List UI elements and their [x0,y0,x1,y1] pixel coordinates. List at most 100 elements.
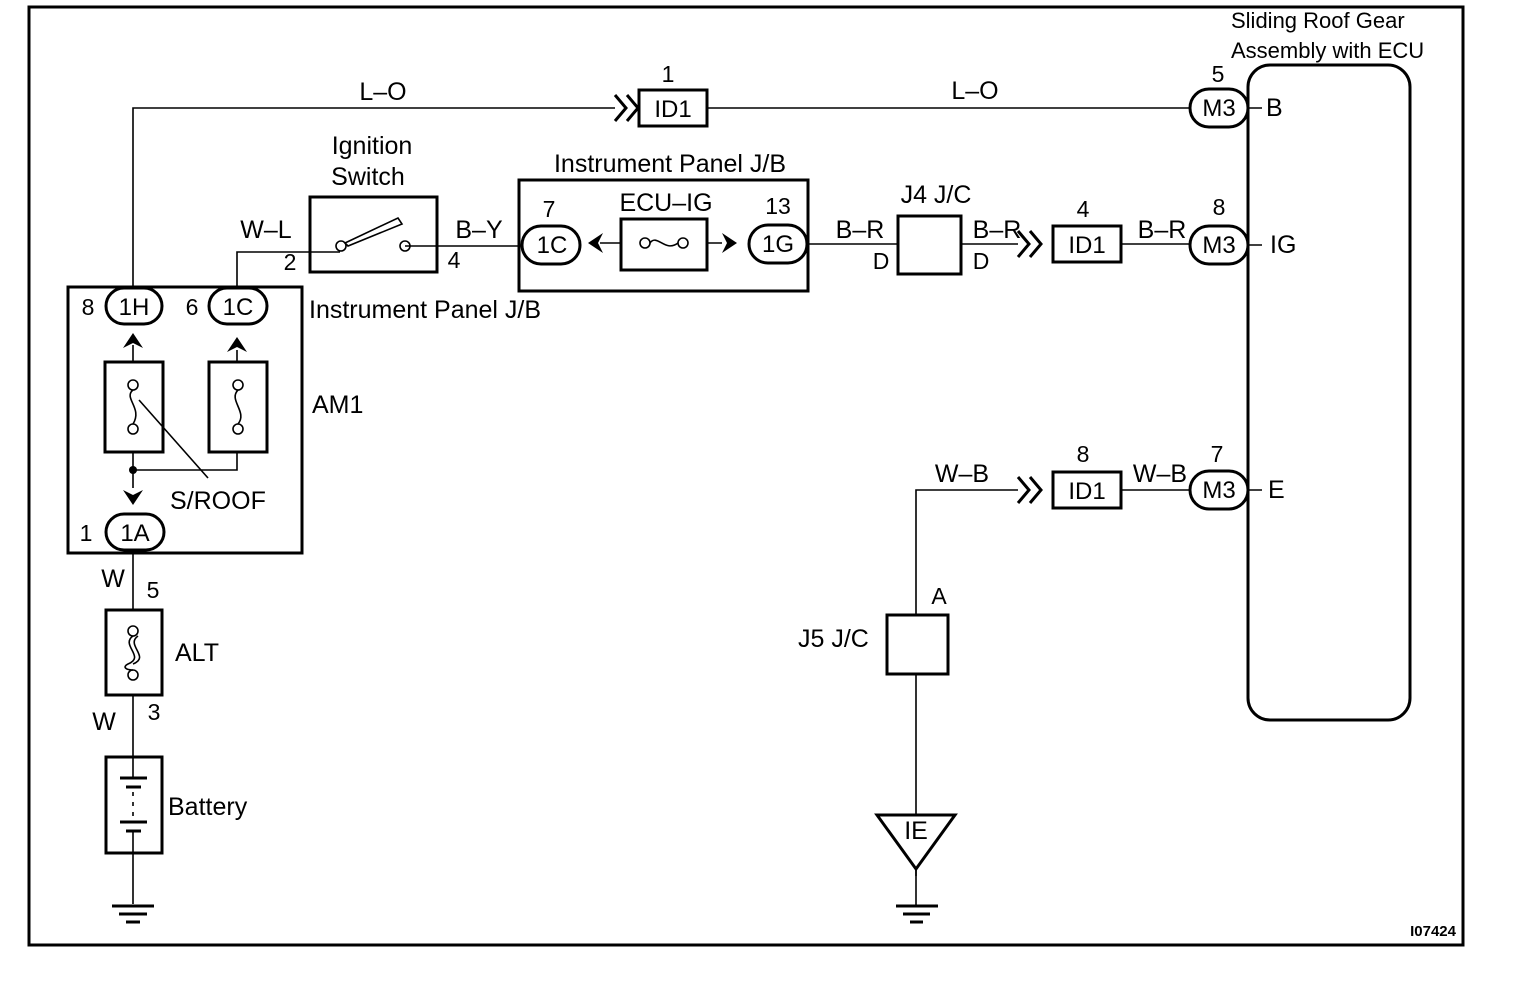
wires [132,107,1262,904]
diagram-frame [27,5,1465,947]
wire-label-wl: W–L [240,216,292,244]
arrow-1c-top [588,233,603,253]
battery-box [104,755,164,855]
pin-13: 13 [765,193,791,219]
j5-box [885,613,950,676]
conn-1g [747,223,809,265]
id1-ig-chevron [1016,230,1043,258]
m3-ig-pin: 8 [1213,194,1226,220]
id1-connectors: ID1 1 ID1 4 ID1 8 [613,61,1123,510]
alt-label: ALT [175,639,219,667]
ecu-ig-label: ECU–IG [619,189,712,217]
alt-pin-5: 5 [147,577,160,603]
pin-7: 7 [543,196,556,222]
ignition-pin-4: 4 [448,247,461,273]
ignition-pin-2: 2 [284,249,297,275]
sroof-leader [138,399,209,479]
j4-pin-in: D [873,248,890,274]
diagram-id: I07424 [1410,923,1457,940]
wire-label-br-1: B–R [836,216,885,244]
arrow-1g [722,233,737,253]
j4-label: J4 J/C [901,181,972,209]
id1-b-chevron [613,94,640,122]
ecu-box [1246,63,1412,722]
top-jb-label: Instrument Panel J/B [554,150,786,178]
m3-b-pin: 5 [1212,61,1225,87]
ecu-title-2: Assembly with ECU [1231,38,1424,63]
left-junction-block: 1H 8 1C 6 1A 1 AM1 S/ROOF Instrument Pan… [66,285,541,555]
conn-1c-left [207,286,269,326]
j5-label: J5 J/C [798,625,869,653]
top-jb-box [517,178,810,293]
wire-am1-internal [132,345,238,488]
wire-label-w-1: W [101,565,125,593]
ignition-switch-label-2: Switch [331,163,405,191]
arrow-1c [227,337,247,352]
left-jb-label: Instrument Panel J/B [309,296,541,324]
m3-e-label: M3 [1202,477,1235,504]
conn-1h-label: 1H [119,294,150,321]
wire-label-br-3: B–R [1138,216,1187,244]
wire-label-wb-1: W–B [935,460,989,488]
conn-1c-top-label: 1C [537,232,568,259]
m3-b-label: M3 [1202,95,1235,122]
j4-box [896,214,963,276]
wire-ecu-stubs [1248,107,1262,491]
wire-wb [915,489,1018,876]
m3-e-pin: 7 [1211,441,1224,467]
ground-ie-symbol [896,904,938,924]
ground-ie: IE [874,813,958,924]
j4-pin-out: D [973,248,990,274]
id1-b-pin: 1 [662,61,675,87]
alt-pin-3: 3 [148,699,161,725]
sliding-roof-ecu: Sliding Roof Gear Assembly with ECU B IG… [1231,8,1424,722]
j4-junction-connector: J4 J/C D D [873,181,990,276]
wire-label-br-2: B–R [973,216,1022,244]
arrow-1a [123,490,143,505]
wire-label-by: B–Y [455,216,503,244]
pin-1h: 8 [82,294,95,320]
id1-ig-pin: 4 [1077,196,1090,222]
id1-ig-label: ID1 [1068,232,1105,259]
alt-fuse: ALT 5 3 [104,577,219,725]
wire-label-w-2: W [92,708,116,736]
junction-dot [129,466,137,474]
conn-1c-top [520,224,582,266]
conn-1g-label: 1G [762,231,794,258]
id1-e-chevron [1016,476,1043,504]
battery-label: Battery [168,793,248,821]
battery: Battery [104,755,248,924]
battery-ground-symbol [112,904,154,924]
id1-b-box [637,88,709,128]
wire-wl [236,251,340,288]
id1-e-box [1051,470,1123,510]
left-jb-box [66,285,304,555]
id1-ig-box [1051,224,1123,264]
arrow-1h [123,333,143,348]
wire-labels: L–O L–O W–L B–Y B–R B–R B–R W–B W–B W W [92,77,1187,736]
ignition-switch-box [308,195,439,274]
wire-lo [132,107,615,287]
id1-e-label: ID1 [1068,478,1105,505]
ecu-terminal-b: B [1266,94,1283,122]
pin-1c-left: 6 [186,294,199,320]
conn-1a [104,512,166,552]
wire-label-wb-2: W–B [1133,460,1187,488]
pin-1a: 1 [80,520,93,546]
conn-1h [104,286,164,326]
ignition-switch: Ignition Switch 2 4 [284,132,461,275]
wire-label-lo-left: L–O [359,78,406,106]
id1-e-pin: 8 [1077,441,1090,467]
m3-connectors: M3 5 M3 8 M3 7 [1188,61,1250,511]
ecu-terminal-e: E [1268,476,1285,504]
j5-junction-connector: J5 J/C A [798,583,950,676]
id1-b-label: ID1 [654,96,691,123]
sroof-label: S/ROOF [170,487,266,515]
ground-ie-label: IE [904,817,928,845]
conn-1a-label: 1A [120,520,149,547]
fuse-sroof [103,360,165,454]
am1-label: AM1 [312,391,363,419]
ecu-title-1: Sliding Roof Gear [1231,8,1405,33]
ecu-terminal-ig: IG [1270,231,1296,259]
wire-label-lo-right: L–O [951,77,998,105]
